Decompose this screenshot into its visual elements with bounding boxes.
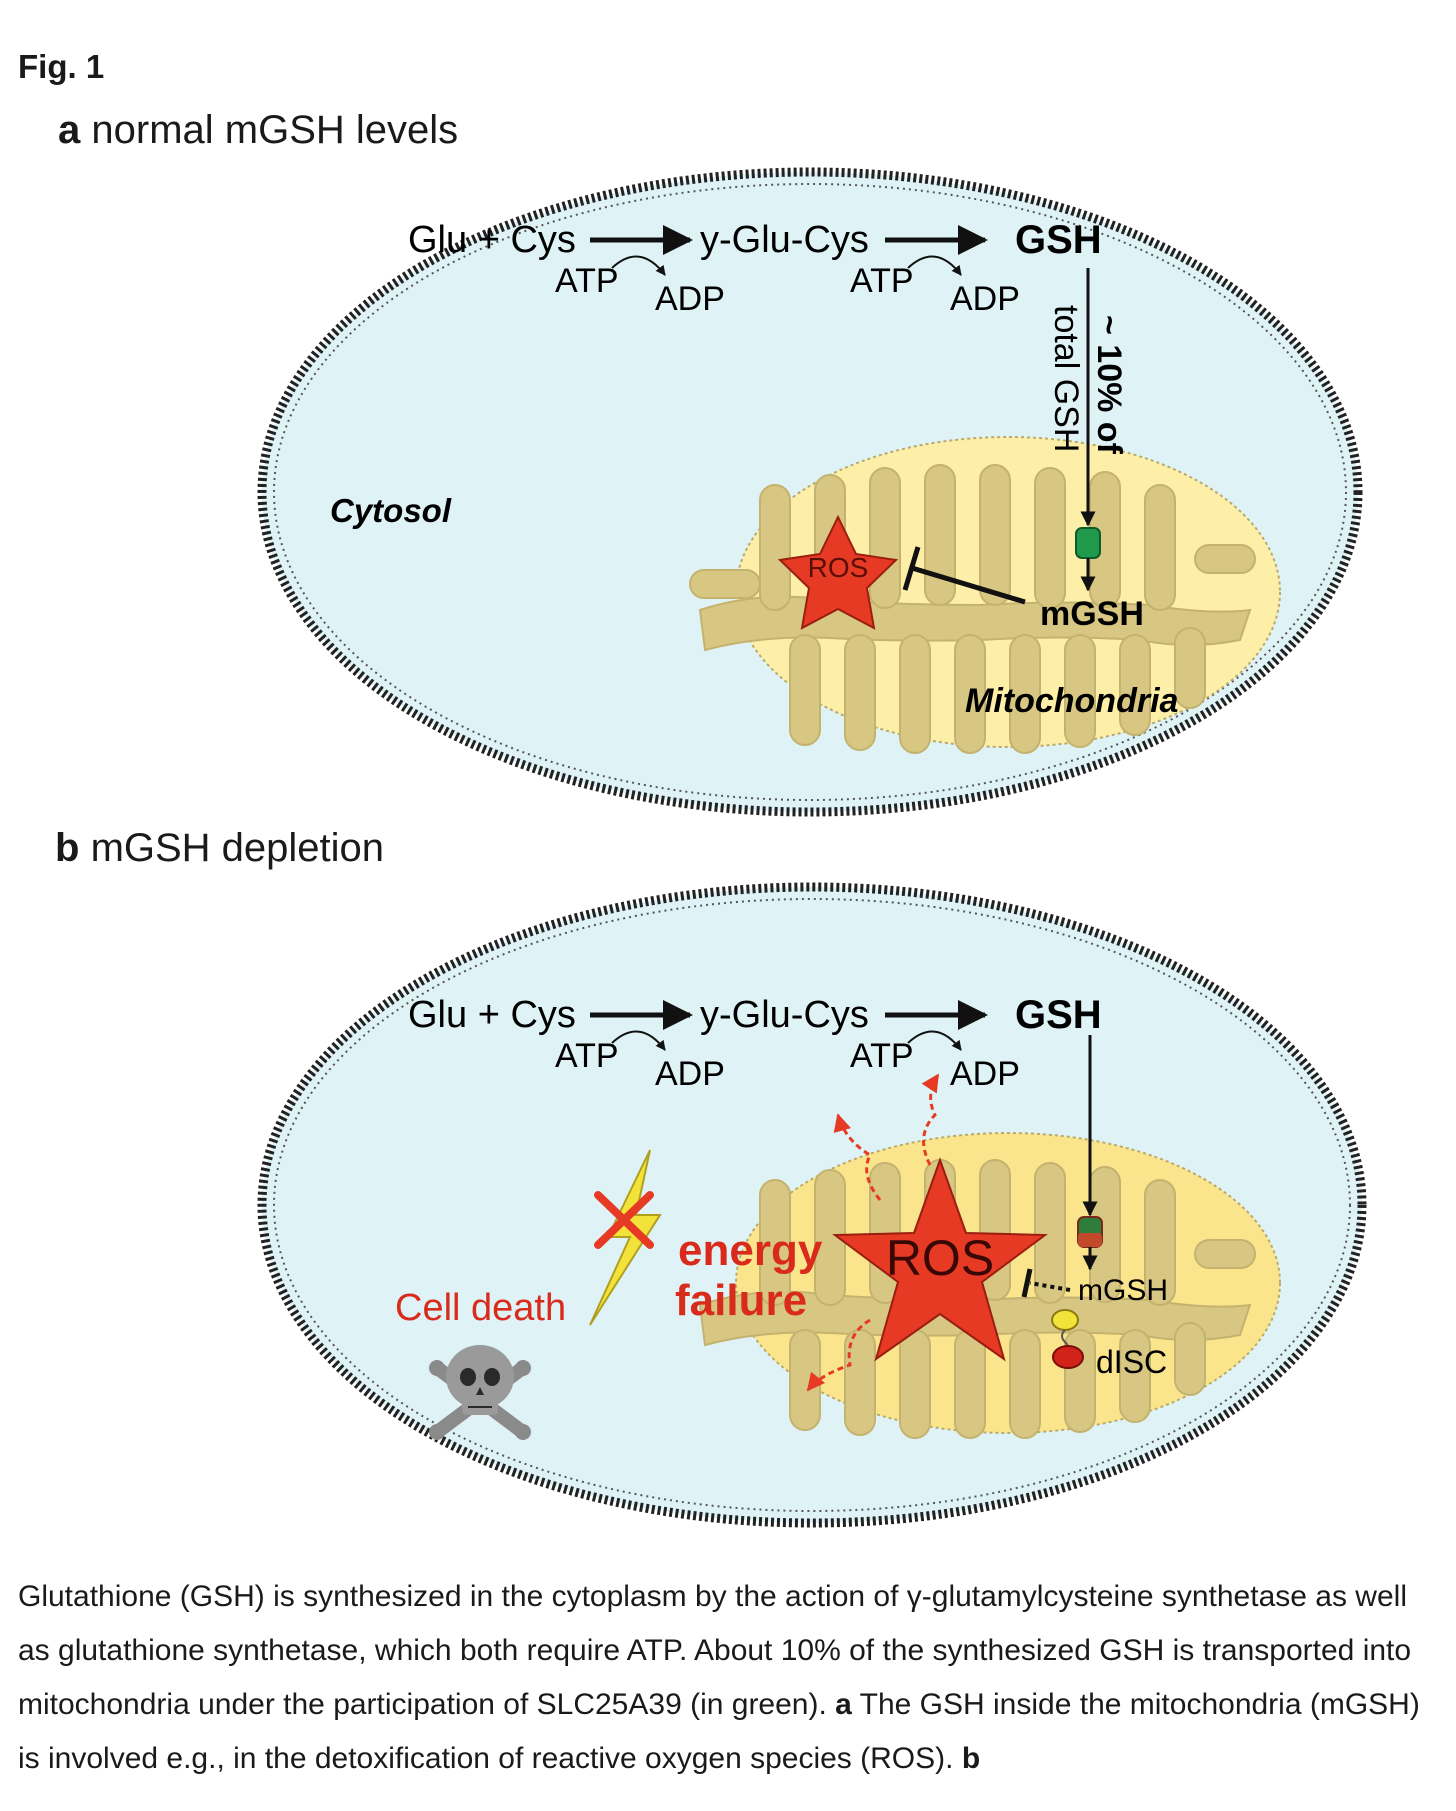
transport-note-line1: ~ 10% of xyxy=(1090,315,1128,455)
inhibition-bar xyxy=(902,546,921,591)
ros-star xyxy=(832,1157,1048,1362)
intermediate-label: y-Glu-Cys xyxy=(700,219,869,261)
panel-a-title-text: normal mGSH levels xyxy=(91,108,459,152)
panel-a-title: a normal mGSH levels xyxy=(58,108,458,153)
cell-membrane-inner xyxy=(273,183,1347,801)
disc-cluster-red xyxy=(1052,1345,1084,1369)
caption-bold-b: b xyxy=(961,1742,981,1775)
adp-label-1: ADP xyxy=(655,1055,725,1093)
transport-note-line2: total GSH xyxy=(1047,305,1085,452)
mitochondria-label: Mitochondria xyxy=(965,682,1178,720)
transporter-depleted-mark xyxy=(1078,1233,1102,1247)
weak-inhibition-line xyxy=(1029,1281,1071,1292)
atp-adp-curve-1 xyxy=(611,1030,666,1051)
panel-b-title: b mGSH depletion xyxy=(55,826,384,871)
weak-inhibition-bar xyxy=(1021,1268,1033,1298)
panel-a-letter: a xyxy=(58,108,81,152)
adp-label-2: ADP xyxy=(950,280,1020,318)
panel-b-diagram: Glu + Cys y-Glu-Cys GSH ATP ADP ATP ADP … xyxy=(257,882,1367,1528)
panel-b-letter: b xyxy=(55,826,80,870)
inhibition-line xyxy=(911,565,1026,605)
ros-leak-arrow-down xyxy=(806,1318,871,1392)
cell-death-label: Cell death xyxy=(395,1287,566,1329)
figure-label: Fig. 1 xyxy=(18,48,105,85)
atp-label-2: ATP xyxy=(850,262,914,300)
adp-label-2: ADP xyxy=(950,1055,1020,1093)
atp-adp-curve-2 xyxy=(907,1030,962,1051)
ros-star xyxy=(777,514,899,630)
panel-b-title-text: mGSH depletion xyxy=(90,826,385,870)
energy-failure-line2: failure xyxy=(675,1276,807,1325)
intermediate-label: y-Glu-Cys xyxy=(700,994,869,1036)
atp-adp-curve-2 xyxy=(907,255,962,276)
atp-label-2: ATP xyxy=(850,1037,914,1075)
cross-mark-icon-stroke2 xyxy=(594,1191,654,1249)
caption-text-1: Glutathione (GSH) is synthesized in the … xyxy=(18,1580,1412,1721)
mgsh-label: mGSH xyxy=(1078,1274,1168,1307)
product-label: GSH xyxy=(1015,218,1102,262)
cytosol-label: Cytosol xyxy=(330,492,452,529)
ros-leak-arrow-up xyxy=(921,1073,940,1166)
atp-adp-curve-1 xyxy=(611,255,666,276)
cell-membrane-inner xyxy=(273,898,1351,1512)
disc-cluster-yellow xyxy=(1051,1309,1079,1331)
mgsh-label: mGSH xyxy=(1040,595,1144,633)
atp-label-1: ATP xyxy=(555,262,619,300)
product-label: GSH xyxy=(1015,993,1102,1037)
disc-label: dISC xyxy=(1096,1344,1167,1380)
skull-crossbones-icon xyxy=(429,1345,531,1440)
slc25a39-transporter xyxy=(1075,527,1101,559)
caption-text-2: The GSH inside the mitochondria (mGSH) i… xyxy=(18,1688,1420,1775)
caption-bold-a: a xyxy=(835,1688,852,1721)
ros-label: ROS xyxy=(886,1230,994,1286)
substrate-label: Glu + Cys xyxy=(408,219,576,261)
panel-a-diagram: Glu + Cys y-Glu-Cys GSH ATP ADP ATP ADP … xyxy=(257,167,1363,817)
figure-caption: Glutathione (GSH) is synthesized in the … xyxy=(18,1570,1438,1786)
atp-label-1: ATP xyxy=(555,1037,619,1075)
substrate-label: Glu + Cys xyxy=(408,994,576,1036)
ros-label: ROS xyxy=(808,552,869,583)
energy-failure-line1: energy xyxy=(678,1226,823,1275)
adp-label-1: ADP xyxy=(655,280,725,318)
